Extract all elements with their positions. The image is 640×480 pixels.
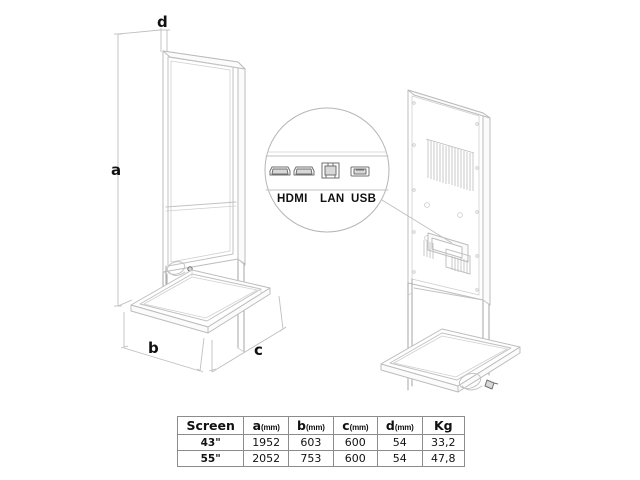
dimensions-table: Screen a(mm) b(mm) c(mm) d(mm) Kg 43" 19… [176, 416, 466, 467]
table-row: 55" 2052 753 600 54 47,8 [176, 450, 466, 467]
ventilation-slots [425, 138, 475, 191]
rear-isometric-view [380, 89, 521, 393]
base-frame-left [130, 269, 271, 334]
callout-leader-line [381, 199, 453, 244]
cell-kg: 47,8 [421, 450, 466, 467]
base-frame-right [380, 328, 521, 393]
header-c: c(mm) [332, 416, 378, 435]
port-icons [269, 162, 370, 179]
rj45-lan-port-icon [321, 162, 340, 179]
cell-d: 54 [376, 450, 423, 467]
dimension-line-c [208, 295, 287, 373]
hdmi-port-icon [269, 166, 291, 176]
front-isometric-view [114, 28, 287, 373]
table-header-row: Screen a(mm) b(mm) c(mm) d(mm) Kg [176, 416, 466, 435]
cell-screen: 55" [176, 450, 245, 467]
port-label-usb: USB [351, 193, 377, 205]
io-connector-box [423, 232, 471, 275]
cell-d: 54 [376, 434, 423, 451]
table-row: 43" 1952 603 600 54 33,2 [176, 434, 466, 451]
header-kg: Kg [421, 416, 466, 435]
dimension-label-d: d [157, 13, 168, 31]
header-d: d(mm) [376, 416, 423, 435]
power-cable-plug [458, 372, 499, 391]
cell-a: 1952 [243, 434, 290, 451]
cell-b: 603 [288, 434, 334, 451]
cell-screen: 43" [176, 434, 245, 451]
cell-c: 600 [332, 450, 378, 467]
cell-a: 2052 [243, 450, 290, 467]
dimension-line-a [114, 29, 161, 307]
cell-kg: 33,2 [421, 434, 466, 451]
header-a: a(mm) [243, 416, 290, 435]
dimension-label-a: a [111, 161, 122, 179]
dimension-label-c: c [254, 341, 263, 359]
port-label-lan: LAN [320, 193, 345, 205]
cell-b: 753 [288, 450, 334, 467]
dimension-line-b [120, 312, 205, 373]
header-screen: Screen [176, 416, 245, 435]
hdmi-port-icon [293, 166, 315, 176]
power-cable-loop [166, 261, 193, 276]
header-b: b(mm) [288, 416, 334, 435]
cell-c: 600 [332, 434, 378, 451]
usb-port-icon [350, 166, 370, 177]
dimension-label-b: b [148, 339, 159, 357]
port-label-hdmi: HDMI [277, 193, 308, 205]
